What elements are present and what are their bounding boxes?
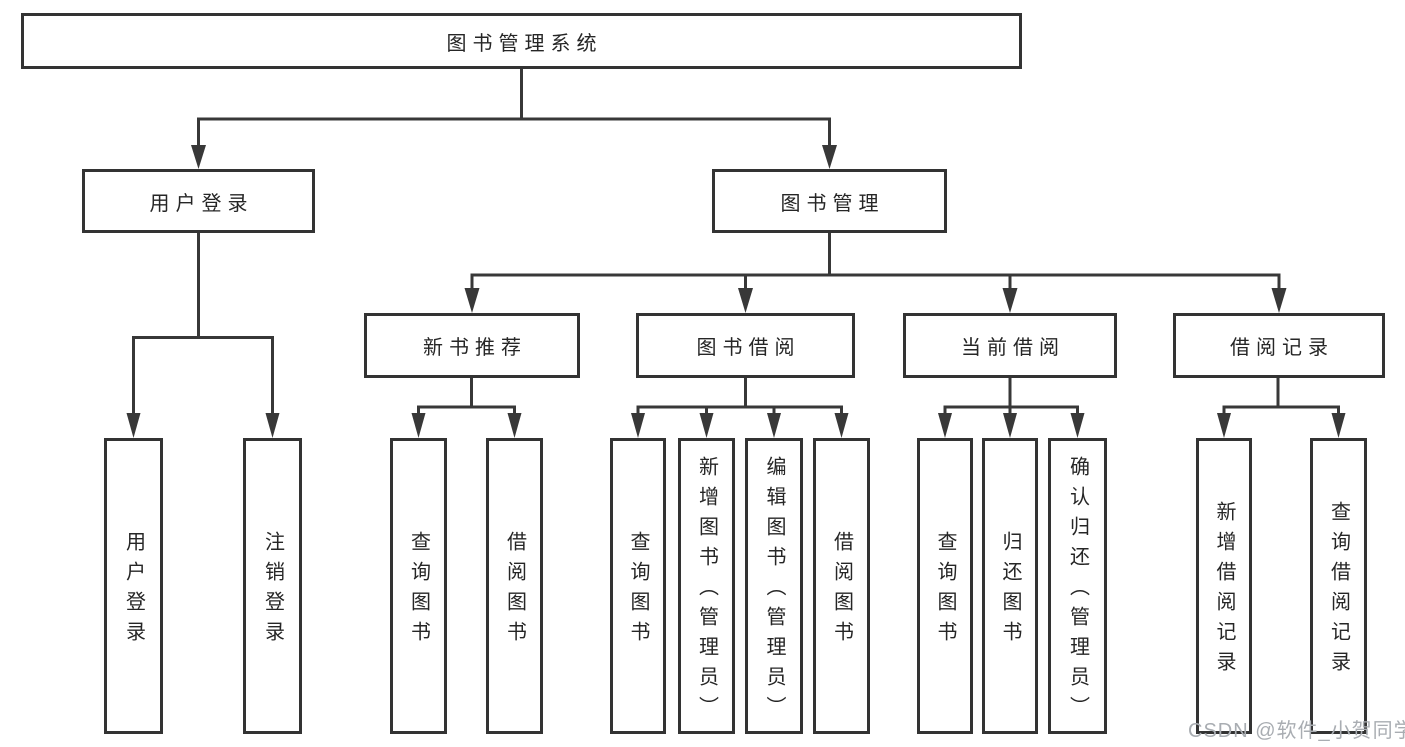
leaf-logout: 注销登录 <box>243 438 302 734</box>
leaf-add-borrow-record-label: 新增借阅记录 <box>1213 501 1235 681</box>
node-book-management: 图书管理 <box>712 169 947 233</box>
leaf-return-book-label: 归还图书 <box>999 531 1021 651</box>
node-current-borrowing: 当前借阅 <box>903 313 1117 378</box>
leaf-borrow-books-borrowing: 借阅图书 <box>813 438 870 734</box>
leaf-edit-book-admin: 编辑图书（管理员） <box>745 438 803 734</box>
node-borrowing-records: 借阅记录 <box>1173 313 1385 378</box>
leaf-add-borrow-record: 新增借阅记录 <box>1196 438 1252 734</box>
node-root: 图书管理系统 <box>21 13 1022 69</box>
node-user-login-label: 用户登录 <box>149 192 254 215</box>
node-new-book-recommend-label: 新书推荐 <box>423 337 527 359</box>
leaf-query-books-current-label: 查询图书 <box>934 531 956 651</box>
leaf-confirm-return-admin: 确认归还（管理员） <box>1048 438 1107 734</box>
leaf-edit-book-admin-label: 编辑图书（管理员） <box>763 456 785 726</box>
leaf-user-login: 用户登录 <box>104 438 163 734</box>
leaf-query-borrow-record-label: 查询借阅记录 <box>1327 501 1350 681</box>
leaf-logout-label: 注销登录 <box>261 531 284 651</box>
node-current-borrowing-label: 当前借阅 <box>961 337 1065 359</box>
leaf-query-borrow-record: 查询借阅记录 <box>1310 438 1367 734</box>
node-new-book-recommend: 新书推荐 <box>364 313 580 378</box>
leaf-user-login-label: 用户登录 <box>122 531 145 651</box>
node-user-login: 用户登录 <box>82 169 315 233</box>
leaf-borrow-books-borrowing-label: 借阅图书 <box>830 531 853 651</box>
leaf-query-books-borrowing: 查询图书 <box>610 438 666 734</box>
leaf-borrow-books-recommend: 借阅图书 <box>486 438 543 734</box>
leaf-borrow-books-recommend-label: 借阅图书 <box>503 531 526 651</box>
leaf-query-books-current: 查询图书 <box>917 438 973 734</box>
node-root-label: 图书管理系统 <box>446 32 603 55</box>
node-borrowing-records-label: 借阅记录 <box>1230 337 1334 359</box>
leaf-return-book: 归还图书 <box>982 438 1038 734</box>
leaf-query-books-recommend-label: 查询图书 <box>407 531 430 651</box>
leaf-confirm-return-admin-label: 确认归还（管理员） <box>1066 456 1089 726</box>
node-book-borrowing: 图书借阅 <box>636 313 855 378</box>
leaf-query-books-recommend: 查询图书 <box>390 438 447 734</box>
node-book-management-label: 图书管理 <box>780 192 885 215</box>
leaf-add-book-admin-label: 新增图书（管理员） <box>695 456 718 726</box>
leaf-add-book-admin: 新增图书（管理员） <box>678 438 735 734</box>
node-book-borrowing-label: 图书借阅 <box>696 337 801 359</box>
leaf-query-books-borrowing-label: 查询图书 <box>627 531 649 651</box>
csdn-watermark: CSDN @软件_小贺同学 <box>1188 720 1405 742</box>
